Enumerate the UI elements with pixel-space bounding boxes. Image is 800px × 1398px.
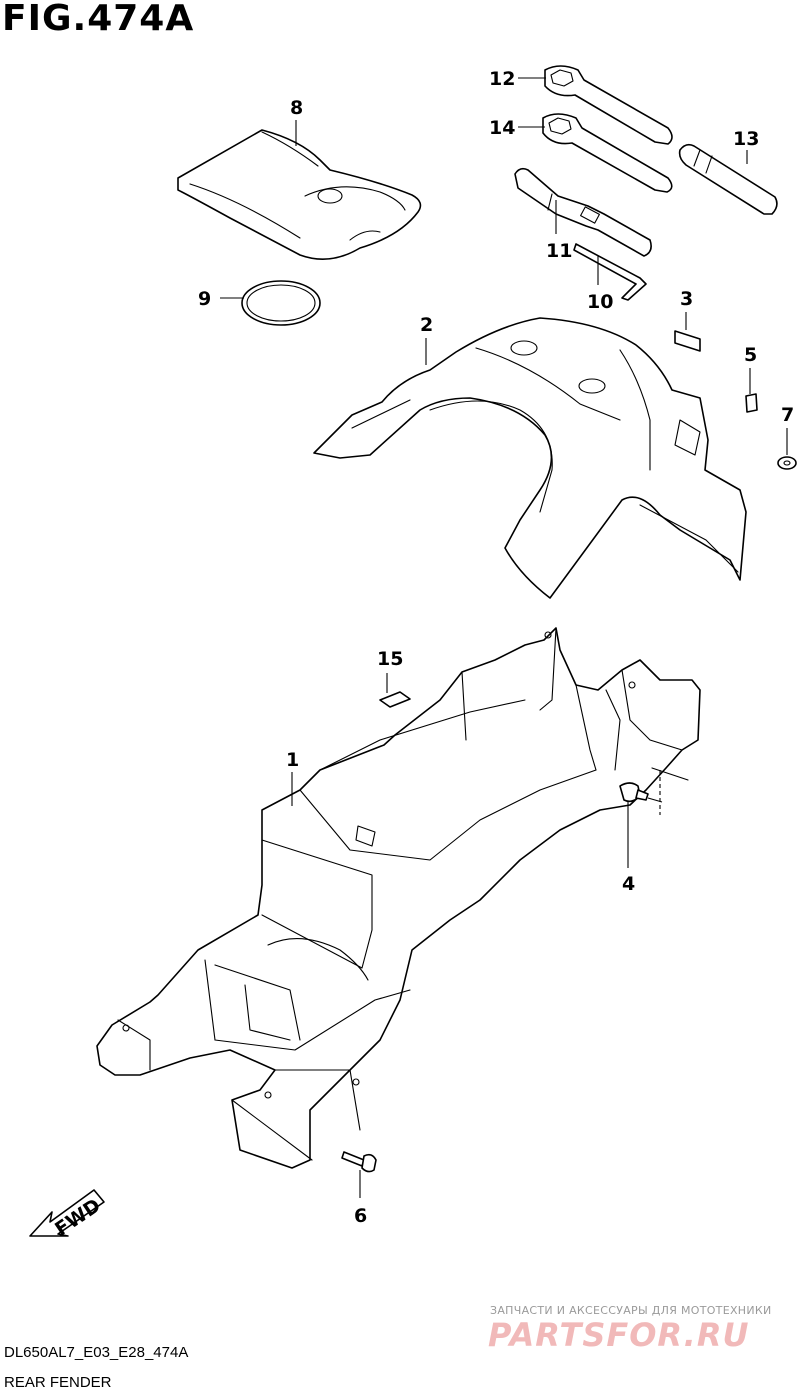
spanner-14 [542,113,673,193]
callout-4: 4 [622,873,635,895]
hex-key [573,243,647,301]
callout-5: 5 [744,344,757,366]
callout-12: 12 [489,68,515,90]
tool-bag [177,129,422,260]
callout-9: 9 [198,288,211,310]
washer [777,456,797,470]
diagram-caption: REAR FENDER [4,1374,112,1391]
callout-7: 7 [781,404,794,426]
leader-lines [220,77,788,1198]
clip-fastener [619,782,649,803]
socket-wrench [514,167,652,257]
pad-3 [674,330,701,352]
watermark-subtitle: ЗАПЧАСТИ И АКСЕССУАРЫ ДЛЯ МОТОТЕХНИКИ [490,1304,772,1317]
fwd-arrow: FWD [29,1189,105,1241]
bolt [341,1151,377,1173]
callout-8: 8 [290,97,303,119]
pad-15 [379,691,411,708]
callout-2: 2 [420,314,433,336]
callout-15: 15 [377,648,403,670]
callout-6: 6 [354,1205,367,1227]
callout-14: 14 [489,117,515,139]
callout-13: 13 [733,128,759,150]
callout-3: 3 [680,288,693,310]
watermark-logo: PARTSFOR.RU [488,1316,750,1354]
diagram-code: DL650AL7_E03_E28_474A [4,1344,189,1361]
callout-1: 1 [286,749,299,771]
tool-handle [678,143,778,215]
callout-11: 11 [546,240,572,262]
spanner-12 [544,65,673,145]
rear-fender [96,627,701,1169]
callout-numbers: 8 9 12 14 13 11 10 3 5 7 2 15 1 4 6 [198,68,794,1227]
callout-10: 10 [587,291,613,313]
pad-5 [745,393,758,413]
seat-tail-cover [313,317,747,599]
figure-title: FIG.474A [2,0,195,39]
rubber-band [241,280,321,326]
